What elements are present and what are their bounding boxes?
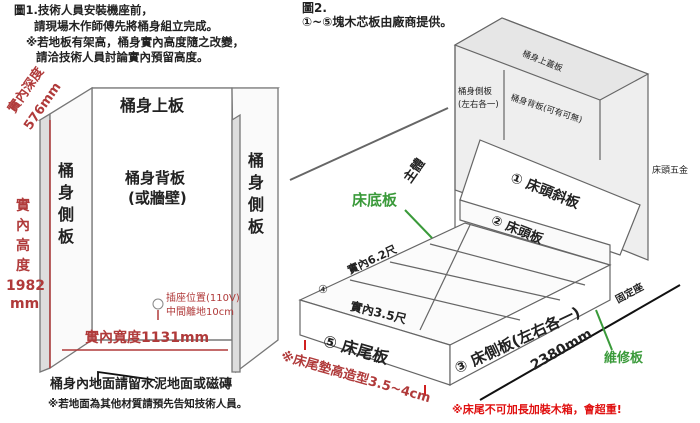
overweight-warning: ※床尾不可加長加裝木箱，會超重! — [452, 403, 622, 416]
char: 高 — [16, 238, 30, 254]
char: 身 — [58, 183, 75, 202]
outlet-icon — [152, 298, 164, 310]
cabinet-side-note: (左右各一) — [458, 100, 499, 110]
headboard-hardware-label: 床頭五金 — [652, 166, 689, 176]
char: 身 — [248, 173, 265, 192]
fig1-dimensions — [49, 120, 228, 368]
char: 側 — [248, 195, 265, 214]
left-side-panel-label: 桶身側板 — [58, 160, 76, 248]
char: 板 — [58, 227, 75, 246]
char: 實 — [16, 198, 30, 214]
fig1-note-2: ※若地板有架高，桶身實內高度隨之改變， — [26, 35, 245, 49]
board-4-label: ④ — [318, 283, 328, 296]
bed-base-label: 床底板 — [352, 191, 398, 209]
bed-frame — [298, 139, 641, 386]
char: 桶 — [58, 161, 75, 180]
fig2-dimension-arrows — [479, 284, 681, 401]
height-label: 實內高度 — [16, 196, 32, 276]
top-panel-label: 桶身上板 — [120, 96, 185, 115]
fig1-note-3: 請洽技術人員討論實內預留高度。 — [36, 50, 209, 64]
outlet-height: 中間離地10cm — [166, 307, 234, 318]
char: 板 — [248, 217, 265, 236]
back-panel-alt-label: (或牆壁) — [128, 189, 187, 207]
outlet-label: 插座位置(110V) — [166, 293, 240, 304]
maintenance-board-label: 維修板 — [604, 351, 644, 366]
char: 內 — [16, 218, 30, 234]
floor-subnote: ※若地面為其他材質請預先告知技術人員。 — [48, 398, 248, 410]
height-unit: mm — [10, 296, 40, 312]
back-panel-label: 桶身背板 — [125, 169, 186, 187]
red-arrows — [304, 340, 426, 395]
fig2-title: 圖2. — [302, 1, 327, 15]
floor-arrow — [97, 370, 156, 385]
char: 側 — [58, 205, 75, 224]
cabinet-side-label: 桶身側板 — [458, 87, 493, 97]
width-label: 實內寬度1131mm — [85, 330, 210, 346]
fig1-note-1: 請現場木作師傅先將桶身組立完成。 — [34, 19, 218, 33]
right-side-panel-label: 桶身側板 — [248, 150, 266, 238]
char: 桶 — [248, 151, 265, 170]
char: 度 — [16, 258, 30, 274]
height-value: 1982 — [6, 278, 45, 294]
green-arrows — [404, 209, 613, 351]
fig1-cabinet — [37, 86, 280, 374]
floor-note: 桶身內地面請留水泥地面或磁磚 — [50, 377, 233, 392]
fig1-title: 圖1.技術人員安裝機座前， — [14, 3, 153, 17]
pointer-arrow — [289, 107, 449, 181]
fig2-subtitle: ①~⑤塊木芯板由廠商提供。 — [302, 15, 453, 29]
